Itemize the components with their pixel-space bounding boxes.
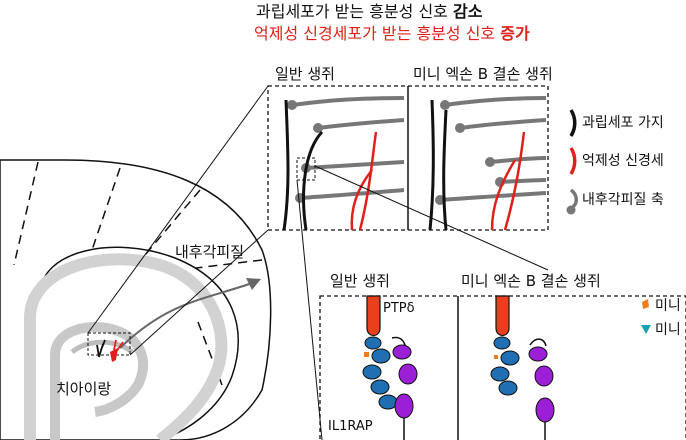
legend-granule-label: 과립세포 가지 — [582, 115, 664, 131]
brain-section — [0, 159, 272, 440]
legend-entorhinal-label: 내후각피질 축 — [582, 192, 664, 208]
legend-teal-icon — [641, 325, 651, 334]
top-right-axons — [435, 96, 547, 205]
il1rap-label: IL1RAP — [328, 419, 373, 434]
legend-axon-icon — [569, 188, 578, 210]
label-dentate: 치아이랑 — [56, 380, 112, 398]
legend-inhibitory-label: 억제성 신경세 — [582, 153, 664, 169]
bottom-panel — [319, 295, 686, 440]
legend-inhibitory-icon — [569, 147, 577, 175]
synapse-ko — [490, 295, 555, 440]
top-right-label: 미니 엑손 B 결손 생쥐 — [413, 65, 553, 83]
legend-teal-label: 미니 엑 — [655, 322, 686, 338]
top-left-label: 일반 생쥐 — [275, 65, 335, 83]
label-entorhinal: 내후각피질 — [175, 243, 245, 261]
title-line-2: 억제성 신경세포가 받는 흥분성 신호 증가 — [254, 24, 530, 43]
bottom-left-label: 일반 생쥐 — [330, 272, 390, 290]
legend-orange-icon — [642, 299, 649, 309]
synapse-normal — [362, 295, 418, 440]
ptp-label: PTPδ — [383, 301, 415, 316]
legend-granule-icon — [569, 109, 577, 137]
top-panel — [267, 85, 549, 231]
title-line-1: 과립세포가 받는 흥분성 신호 감소 — [256, 2, 483, 21]
legend-top — [566, 109, 578, 215]
bottom-right-label: 미니 엑손 B 결손 생쥐 — [461, 272, 601, 290]
legend-orange-label: 미니 엑 — [655, 298, 686, 314]
